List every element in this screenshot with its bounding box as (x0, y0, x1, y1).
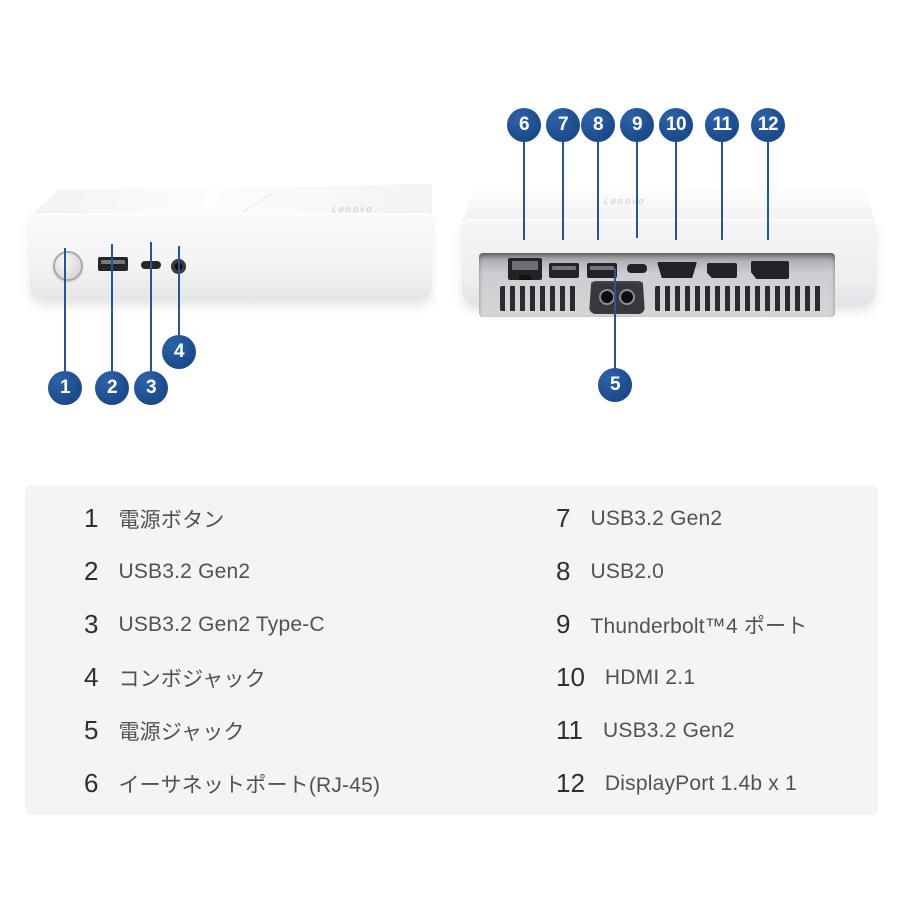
legend-number: 1 (84, 503, 99, 533)
legend-label: USB3.2 Gen2 (118, 559, 251, 583)
mini-pc-rear-view: Lenovo (462, 188, 876, 317)
callout-badge-10: 10 (659, 108, 693, 142)
legend-label: USB3.2 Gen2 (603, 718, 735, 742)
lid-seam (242, 193, 272, 213)
usb-port-11 (707, 263, 737, 278)
usb-a-port-8 (587, 263, 617, 278)
legend-label: コンボジャック (118, 667, 266, 691)
leader-line-4 (178, 246, 180, 335)
callout-badge-3: 3 (134, 371, 168, 405)
power-button (53, 251, 83, 281)
leader-line-12 (767, 142, 769, 240)
legend-label: DisplayPort 1.4b x 1 (604, 771, 797, 795)
legend-label: イーサネットポート(RJ-45) (118, 773, 381, 797)
usb-tongue (101, 260, 125, 264)
legend-label: USB3.2 Gen2 Type-C (118, 612, 325, 636)
leader-line-5 (614, 268, 616, 368)
usb-a-port (98, 257, 128, 271)
leader-line-7 (562, 142, 564, 240)
legend-number: 9 (556, 609, 571, 639)
power-pin (599, 289, 615, 305)
legend-number: 6 (84, 768, 99, 798)
leader-line-9 (636, 142, 638, 238)
legend-number: 7 (556, 503, 571, 533)
device-rear-face (462, 219, 876, 317)
legend-row: 9 Thunderbolt™4 ポート (556, 598, 866, 651)
callout-badge-12: 12 (751, 108, 785, 142)
rj45-contacts (512, 261, 538, 270)
device-front-face (30, 213, 432, 300)
power-pin (619, 289, 635, 305)
rear-io-panel (479, 253, 835, 317)
legend-number: 4 (84, 662, 99, 692)
legend-label: Thunderbolt™4 ポート (590, 614, 808, 638)
callout-badge-8: 8 (581, 108, 615, 142)
usb-tongue (590, 266, 614, 270)
legend-number: 5 (84, 715, 99, 745)
hdmi-port (657, 262, 697, 278)
legend-number: 10 (556, 662, 585, 692)
power-inlet (589, 281, 645, 314)
leader-line-6 (523, 142, 525, 240)
leader-line-3 (150, 242, 152, 371)
legend-number: 3 (84, 609, 99, 639)
callout-badge-2: 2 (95, 371, 129, 405)
legend-label: 電源ボタン (118, 508, 225, 532)
legend-number: 8 (556, 556, 571, 586)
callout-badge-9: 9 (620, 108, 654, 142)
callout-badge-4: 4 (162, 335, 196, 369)
legend-row: 10 HDMI 2.1 (556, 651, 866, 704)
legend-column-right: 7 USB3.2 Gen2 8 USB2.0 9 Thunderbolt™4 ポ… (556, 492, 866, 810)
callout-badge-1: 1 (48, 371, 82, 405)
legend-row: 12 DisplayPort 1.4b x 1 (556, 757, 866, 810)
legend-row: 11 USB3.2 Gen2 (556, 704, 866, 757)
vent-grille-right (655, 286, 825, 311)
legend-row: 1 電源ボタン (84, 492, 504, 545)
mini-pc-front-view: Lenovo (30, 184, 432, 300)
device-top-surface: Lenovo (462, 188, 876, 222)
ethernet-port (508, 258, 542, 280)
legend-label: USB3.2 Gen2 (590, 506, 723, 530)
legend-number: 12 (556, 768, 585, 798)
rj45-notch (519, 275, 531, 280)
leader-line-10 (675, 142, 677, 240)
legend-row: 5 電源ジャック (84, 704, 504, 757)
displayport-port (751, 261, 789, 279)
leader-line-1 (64, 248, 66, 371)
legend-row: 6 イーサネットポート(RJ-45) (84, 757, 504, 810)
legend-panel: 1 電源ボタン 2 USB3.2 Gen2 3 USB3.2 Gen2 Type… (25, 485, 878, 815)
device-top-surface: Lenovo (30, 184, 432, 216)
legend-row: 7 USB3.2 Gen2 (556, 492, 866, 545)
leader-line-11 (721, 142, 723, 240)
usb-tongue (552, 266, 576, 270)
legend-row: 8 USB2.0 (556, 545, 866, 598)
legend-row: 2 USB3.2 Gen2 (84, 545, 504, 598)
legend-number: 11 (556, 715, 583, 745)
thunderbolt-port (627, 264, 647, 273)
lenovo-logo: Lenovo (603, 196, 647, 206)
legend-row: 3 USB3.2 Gen2 Type-C (84, 598, 504, 651)
leader-line-8 (597, 142, 599, 240)
callout-badge-7: 7 (546, 108, 580, 142)
callout-badge-11: 11 (705, 108, 739, 142)
legend-row: 4 コンボジャック (84, 651, 504, 704)
legend-label: 電源ジャック (118, 720, 245, 744)
vent-grille-left (500, 286, 579, 311)
legend-label: USB2.0 (590, 559, 665, 583)
usb-a-port-7 (549, 263, 579, 278)
legend-number: 2 (84, 556, 99, 586)
leader-line-2 (111, 244, 113, 371)
callout-badge-6: 6 (507, 108, 541, 142)
legend-label: HDMI 2.1 (604, 665, 696, 689)
legend-column-left: 1 電源ボタン 2 USB3.2 Gen2 3 USB3.2 Gen2 Type… (84, 492, 504, 810)
callout-badge-5: 5 (598, 368, 632, 402)
